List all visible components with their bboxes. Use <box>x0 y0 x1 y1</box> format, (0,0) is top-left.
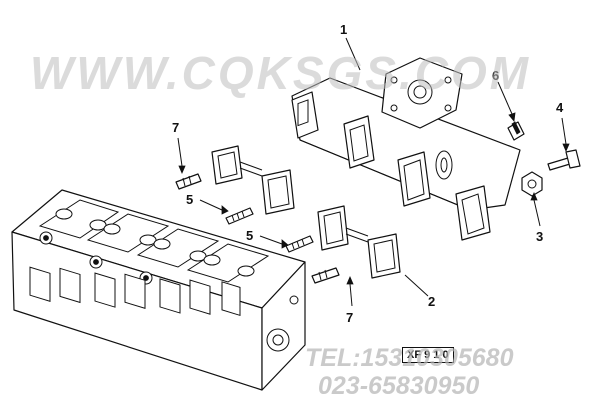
callout-3: 3 <box>536 229 543 244</box>
callout-7-upper: 7 <box>172 120 179 135</box>
bolt-item-4 <box>547 149 581 171</box>
callout-5-upper: 5 <box>186 192 193 207</box>
callout-1: 1 <box>340 22 347 37</box>
gasket-set-lower <box>317 205 401 279</box>
callout-6: 6 <box>492 68 499 83</box>
leader-lines <box>177 37 570 307</box>
cylinder-head <box>11 189 306 391</box>
stud-lower <box>285 235 314 253</box>
callout-2: 2 <box>428 294 435 309</box>
callout-4: 4 <box>556 100 564 115</box>
callout-labels: 1 2 3 4 5 5 6 7 7 <box>172 22 564 325</box>
stud-item-6 <box>507 121 525 141</box>
callout-5-lower: 5 <box>246 228 253 243</box>
gasket-set-upper <box>211 145 295 215</box>
dowel-lower <box>311 267 340 284</box>
stud-upper <box>225 207 254 225</box>
dowel-upper <box>175 173 202 190</box>
nut-item-3 <box>521 171 543 197</box>
exhaust-manifold <box>291 57 521 241</box>
reference-code: XF 9 1 0 <box>402 347 454 363</box>
callout-7-lower: 7 <box>346 310 353 325</box>
